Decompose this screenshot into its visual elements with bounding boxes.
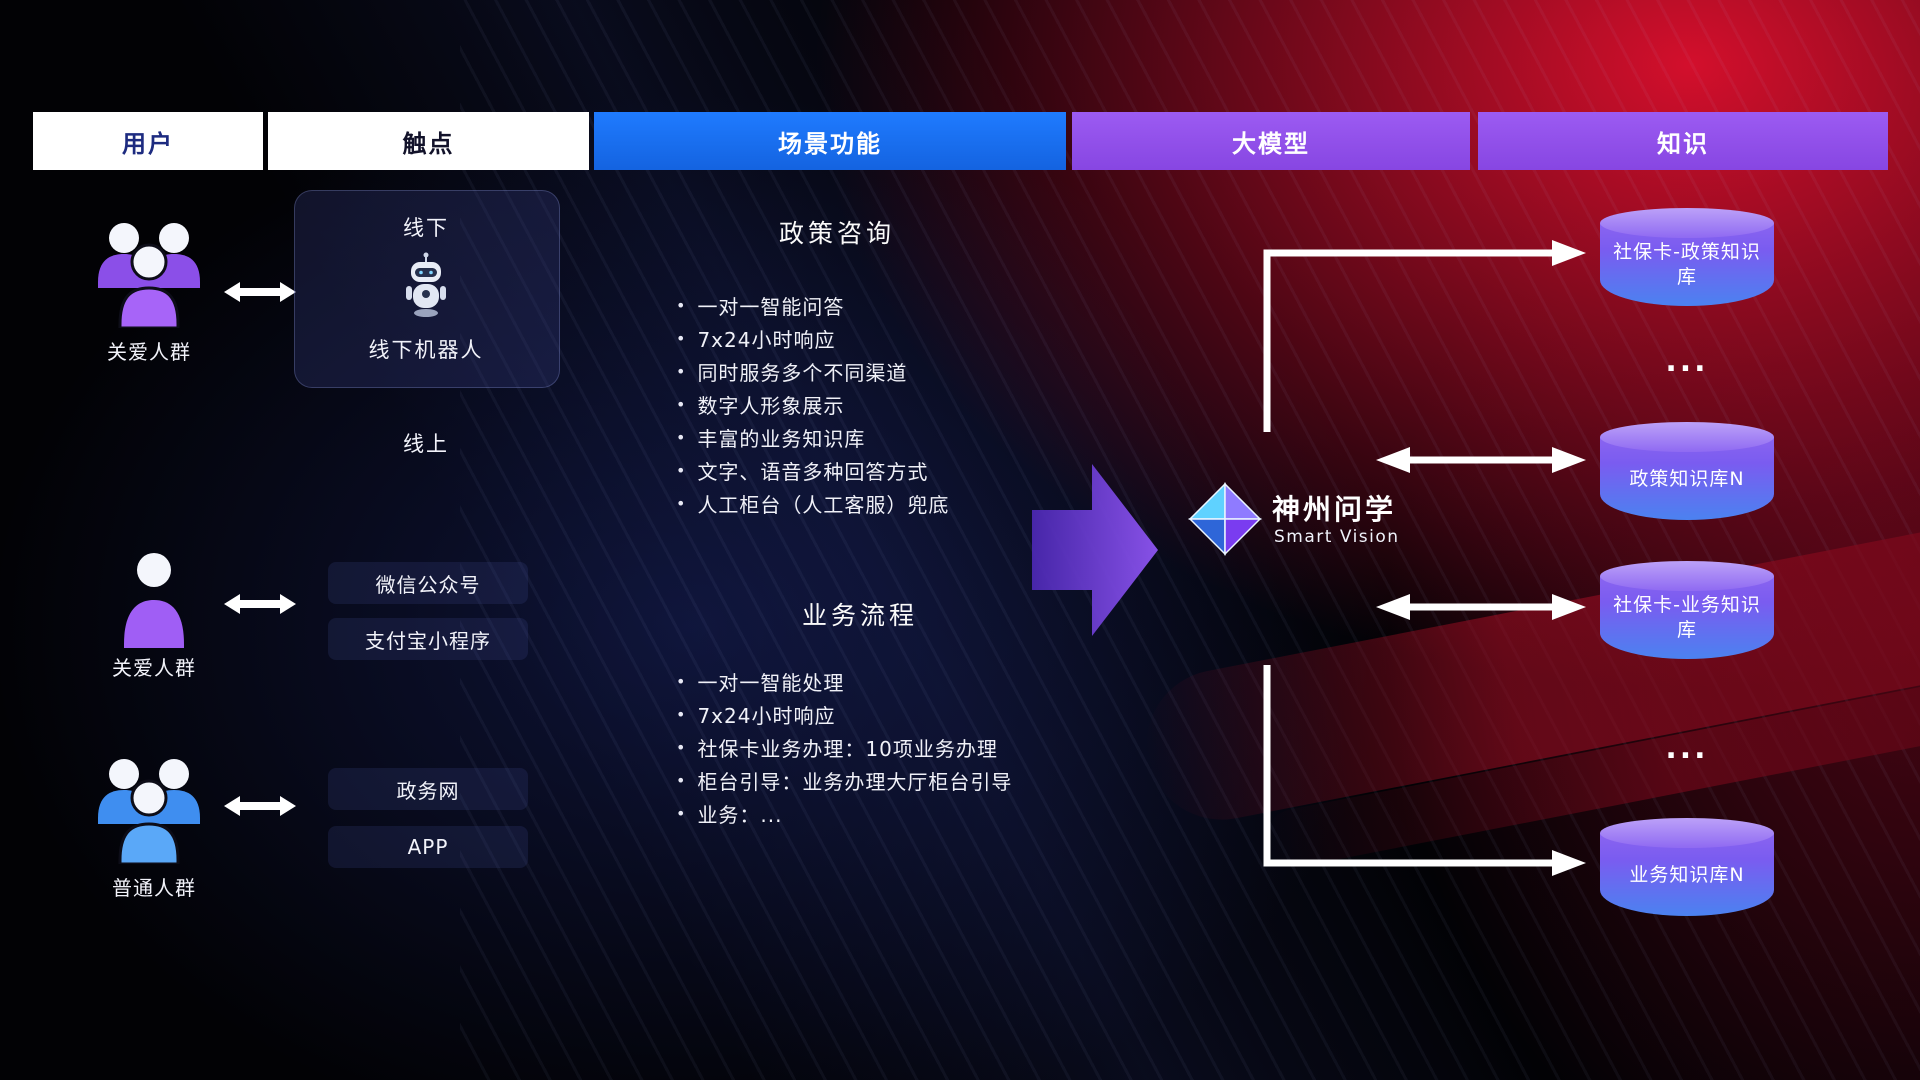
db-label: 政策知识库N: [1629, 467, 1745, 490]
bullet-dot-icon: •: [676, 427, 687, 447]
header-tab-scene-functions-label: 场景功能: [778, 129, 882, 158]
bullet-item: • 人工柜台（人工客服）兜底: [676, 487, 949, 519]
bullet-dot-icon: •: [676, 671, 687, 691]
bullet-dot-icon: •: [676, 460, 687, 480]
knowledge-db-policy-social-card: 社保卡-政策知识库: [1600, 208, 1774, 306]
people-group-icon: [98, 759, 200, 864]
bullet-item: • 7x24小时响应: [676, 322, 949, 354]
header-tab-users: 用户: [33, 112, 263, 170]
bullet-dot-icon: •: [676, 770, 687, 790]
bullet-dot-icon: •: [676, 394, 687, 414]
database-cylinder-top: [1600, 818, 1774, 848]
header-tab-touchpoints: 触点: [268, 112, 589, 170]
online-title: 线上: [403, 432, 449, 456]
online-item-alipay: 支付宝小程序: [328, 618, 528, 660]
header-tab-knowledge: 知识: [1478, 112, 1888, 170]
offline-touchpoint-card: [294, 190, 560, 388]
knowledge-ellipsis: ...: [1665, 344, 1709, 379]
bullet-text: 业务：...: [697, 802, 783, 827]
bullet-item: • 7x24小时响应: [676, 698, 1012, 730]
bullet-dot-icon: •: [676, 328, 687, 348]
bullet-dot-icon: •: [676, 704, 687, 724]
bullet-item: • 社保卡业务办理：10项业务办理: [676, 731, 1012, 763]
offline-robot-label: 线下机器人: [368, 338, 484, 362]
bidirectional-arrow-icon: [224, 594, 296, 614]
header-tab-scene-functions: 场景功能: [594, 112, 1066, 170]
online-item-gov-web: 政务网: [328, 768, 528, 810]
person-icon: [124, 553, 184, 648]
flow-arrow-icon: [1032, 464, 1158, 636]
header-tab-users-label: 用户: [122, 129, 174, 158]
model-name: 神州问学: [1272, 493, 1397, 526]
db-label: 社保卡-业务知识库: [1613, 594, 1761, 641]
online-item-app: APP: [328, 826, 528, 868]
scene-section-title-policy: 政策咨询: [778, 219, 895, 248]
bullet-dot-icon: •: [676, 493, 687, 513]
bullet-dot-icon: •: [676, 737, 687, 757]
knowledge-db-business-n: 业务知识库N: [1600, 818, 1774, 916]
diamond-logo-icon: [1188, 482, 1262, 556]
knowledge-db-business-social-card: 社保卡-业务知识库: [1600, 561, 1774, 659]
bullet-text: 人工柜台（人工客服）兜底: [697, 492, 950, 517]
knowledge-ellipsis: ...: [1665, 731, 1709, 766]
policy-bullet-list: •一对一智能问答 •7x24小时响应 •同时服务多个不同渠道 •数字人形象展示 …: [676, 289, 949, 520]
bullet-dot-icon: •: [676, 803, 687, 823]
scene-section-title-business: 业务流程: [801, 601, 918, 630]
user-label: 关爱人群: [107, 340, 191, 364]
knowledge-db-policy-n: 政策知识库N: [1600, 422, 1774, 520]
bullet-text: 社保卡业务办理：10项业务办理: [697, 736, 998, 761]
header-tab-knowledge-label: 知识: [1657, 129, 1709, 158]
bullet-item: • 一对一智能处理: [676, 665, 1012, 697]
bullet-item: • 数字人形象展示: [676, 388, 949, 420]
bullet-item: • 同时服务多个不同渠道: [676, 355, 949, 387]
database-cylinder-top: [1600, 422, 1774, 452]
bullet-text: 一对一智能问答: [697, 294, 845, 319]
database-cylinder-top: [1600, 208, 1774, 238]
robot-icon: [406, 252, 446, 317]
offline-title: 线下: [403, 216, 449, 240]
user-label: 关爱人群: [112, 656, 196, 680]
business-bullet-list: • 一对一智能处理 • 7x24小时响应 • 社保卡业务办理：10项业务办理 • 柜台引…: [676, 665, 1012, 830]
db-label: 业务知识库N: [1629, 863, 1745, 886]
model-subtitle: Smart Vision: [1274, 527, 1400, 547]
bullet-text: 7x24小时响应: [697, 703, 836, 728]
bullet-text: 数字人形象展示: [697, 393, 845, 418]
bullet-item: • 文字、语音多种回答方式: [676, 454, 949, 486]
header-tab-large-model: 大模型: [1072, 112, 1470, 170]
bullet-text: 柜台引导：业务办理大厅柜台引导: [697, 769, 1013, 794]
bullet-item: • 柜台引导：业务办理大厅柜台引导: [676, 764, 1012, 796]
bullet-text: 一对一智能处理: [697, 670, 845, 695]
bidirectional-arrow-icon: [224, 796, 296, 816]
database-cylinder-top: [1600, 561, 1774, 591]
db-label: 社保卡-政策知识库: [1613, 241, 1761, 288]
bullet-text: 丰富的业务知识库: [697, 426, 866, 451]
bullet-item: • 丰富的业务知识库: [676, 421, 949, 453]
user-label: 普通人群: [112, 876, 196, 900]
online-item-wechat: 微信公众号: [328, 562, 528, 604]
bullet-text: 7x24小时响应: [697, 327, 836, 352]
header-tab-touchpoints-label: 触点: [402, 129, 455, 158]
bullet-text: 文字、语音多种回答方式: [697, 459, 929, 484]
bullet-text: 同时服务多个不同渠道: [697, 360, 908, 385]
bullet-item: • 一对一智能问答: [676, 289, 949, 321]
bidirectional-arrow-icon: [224, 282, 296, 302]
header-tab-large-model-label: 大模型: [1232, 129, 1310, 158]
bullet-dot-icon: •: [676, 361, 687, 381]
bullet-item: • 业务：...: [676, 797, 1012, 829]
bullet-dot-icon: •: [676, 295, 687, 315]
people-group-icon: [98, 223, 200, 328]
